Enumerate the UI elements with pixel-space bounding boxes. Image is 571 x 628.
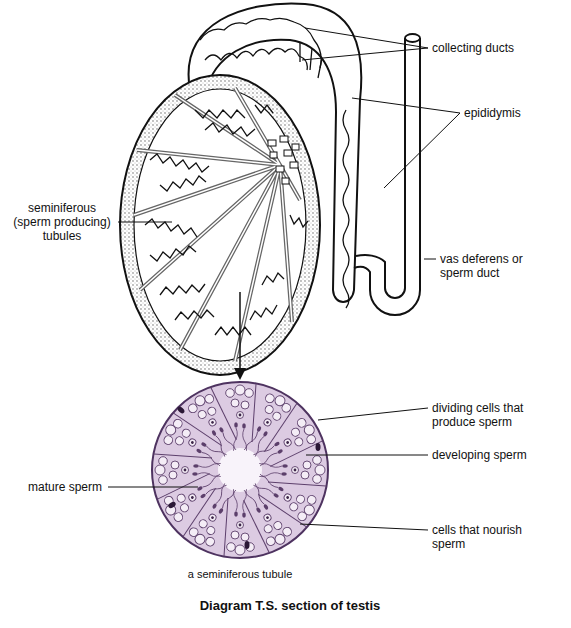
seminiferous-tubules-drawing — [250, 305, 277, 320]
testis-body-drawing — [134, 89, 306, 361]
mediastinum-drawing — [280, 136, 288, 142]
mediastinum-drawing — [284, 150, 292, 156]
seminiferous-tubules-drawing — [262, 273, 284, 285]
tubule-section-drawing — [167, 501, 176, 509]
tubule-section-drawing — [249, 468, 321, 527]
seminiferous-tubules-drawing — [160, 284, 205, 295]
leader-lines — [108, 487, 198, 488]
vas-deferens-drawing — [356, 38, 405, 298]
seminiferous-tubules-drawing — [290, 215, 308, 227]
leader-lines — [384, 113, 460, 188]
tubule-section-drawing — [226, 384, 256, 450]
figure-caption: Diagram T.S. section of testis — [140, 598, 440, 614]
tubule-section-drawing — [152, 382, 328, 558]
leader-lines — [424, 259, 436, 260]
tubule-section-drawing — [245, 541, 250, 549]
mediastinum-drawing — [276, 166, 284, 172]
part-label: vas deferens or sperm duct — [440, 252, 540, 280]
tubule-section-drawing — [152, 382, 328, 558]
seminiferous-tubules-drawing — [150, 154, 209, 172]
mediastinum-drawing — [268, 140, 276, 146]
seminiferous-tubules-drawing — [160, 176, 206, 191]
tubule-section-drawing — [158, 413, 230, 472]
sublabel: a seminiferous tubule — [150, 567, 330, 581]
leader-lines — [352, 98, 460, 113]
mediastinum-drawing — [270, 152, 277, 158]
mediastinum-drawing — [292, 144, 299, 150]
mediastinum-drawing — [290, 162, 298, 168]
seminiferous-tubules-drawing — [175, 310, 214, 320]
testis-body-drawing — [120, 75, 320, 375]
testis-body-drawing — [120, 75, 320, 375]
epididymis-drawing — [343, 110, 349, 308]
testis-body-drawing — [134, 88, 300, 361]
leader-lines — [306, 455, 428, 456]
tubule-section-drawing — [316, 443, 321, 451]
tubule-section-drawing — [238, 388, 297, 460]
magnify-arrow — [234, 368, 246, 380]
tubule-section-drawing — [176, 405, 185, 414]
leader-lines — [302, 48, 428, 60]
leader-lines — [300, 524, 428, 530]
magnify-arrow — [239, 292, 241, 370]
seminiferous-tubules-drawing — [145, 105, 308, 335]
part-label: mature sperm — [28, 480, 108, 494]
leader-lines — [118, 222, 172, 223]
part-label: collecting ducts — [432, 41, 562, 55]
tubule-section-drawing — [154, 454, 220, 484]
part-label: epididymis — [464, 106, 564, 120]
seminiferous-tubules-drawing — [215, 327, 251, 335]
magnify-arrow — [234, 292, 246, 380]
vas-deferens-drawing — [354, 38, 420, 315]
part-label: cells that nourish sperm — [432, 523, 547, 551]
epididymis-drawing — [205, 48, 307, 70]
seminiferous-tubules-drawing — [150, 246, 196, 261]
vas-deferens-drawing — [354, 34, 420, 315]
epididymis-drawing — [200, 18, 321, 68]
part-label: dividing cells that produce sperm — [432, 401, 547, 429]
leader-lines — [305, 28, 428, 48]
seminiferous-tubules-drawing — [255, 105, 273, 113]
testis-body-drawing — [134, 88, 300, 361]
tubule-section-drawing — [224, 490, 254, 556]
tubule-section-drawing — [183, 479, 242, 551]
part-label: seminiferous (sperm producing) tubules — [8, 201, 116, 243]
leader-lines — [318, 408, 428, 420]
part-label: developing sperm — [432, 448, 562, 462]
vas-deferens-drawing — [405, 34, 420, 42]
tubule-section-drawing — [260, 456, 326, 486]
leader-lines — [108, 28, 460, 530]
seminiferous-tubules-drawing — [205, 123, 255, 136]
seminiferous-tubules-drawing — [195, 110, 245, 118]
mediastinum-drawing — [282, 178, 289, 184]
tubule-section-drawing — [185, 388, 244, 460]
mediastinum-drawing — [268, 136, 299, 184]
